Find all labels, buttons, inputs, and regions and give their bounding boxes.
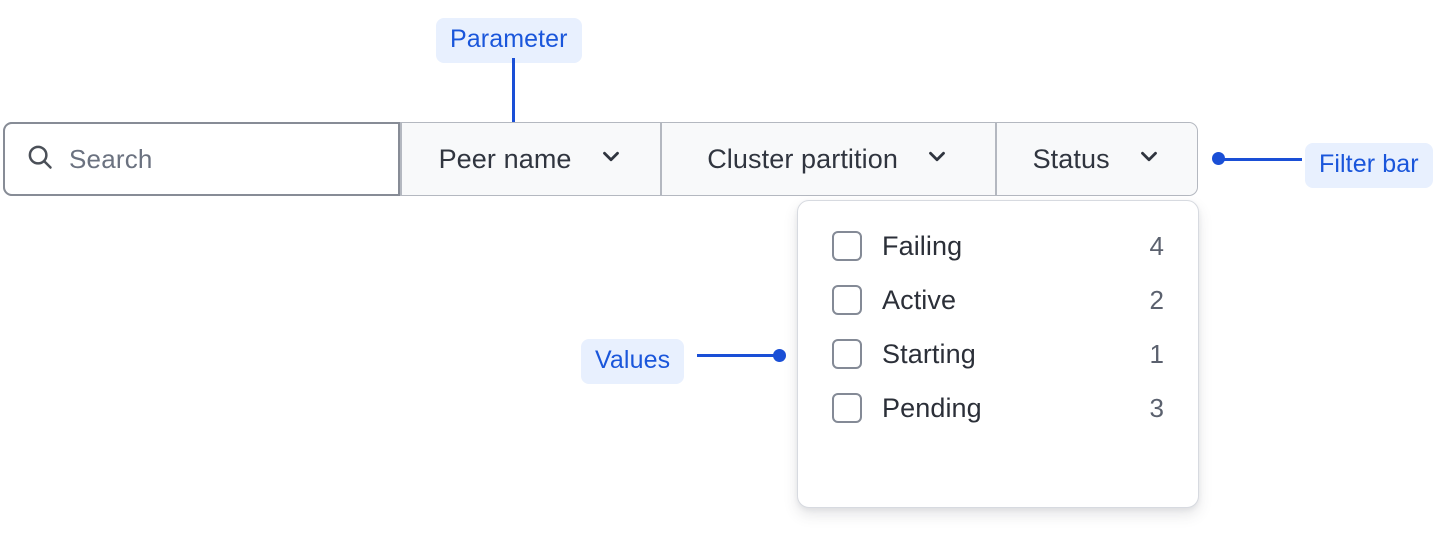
connector-line-filter-bar	[1224, 158, 1302, 161]
filter-segment-cluster-partition[interactable]: Cluster partition	[659, 123, 996, 195]
annotation-values: Values	[581, 339, 685, 384]
status-dropdown-panel: Failing 4 Active 2 Starting 1 Pending 3	[797, 200, 1199, 508]
filter-segment-label: Status	[1032, 143, 1110, 174]
dropdown-item-label: Active	[882, 284, 957, 315]
connector-dot-filter-bar	[1212, 152, 1225, 165]
dropdown-item-count: 2	[1149, 284, 1164, 315]
dropdown-item-label: Failing	[882, 230, 963, 261]
connector-line-parameter	[512, 58, 515, 142]
dropdown-item-count: 4	[1149, 230, 1164, 261]
annotation-parameter: Parameter	[436, 18, 582, 63]
chevron-down-icon	[1136, 143, 1162, 176]
filter-bar: Search Peer name Cluster partition Statu…	[3, 122, 1198, 196]
checkbox[interactable]	[832, 339, 862, 369]
dropdown-item-starting[interactable]: Starting 1	[798, 327, 1198, 381]
filter-segment-status[interactable]: Status	[995, 123, 1197, 195]
filter-segment-label: Cluster partition	[707, 143, 898, 174]
chevron-down-icon	[924, 143, 950, 176]
checkbox[interactable]	[832, 285, 862, 315]
dropdown-item-active[interactable]: Active 2	[798, 273, 1198, 327]
connector-dot-values	[773, 349, 786, 362]
search-input-placeholder: Search	[69, 143, 153, 174]
connector-line-values	[697, 354, 779, 357]
dropdown-item-count: 3	[1149, 392, 1164, 423]
annotation-filter-bar: Filter bar	[1305, 143, 1433, 188]
search-icon	[25, 142, 55, 177]
filter-segment-peer-name[interactable]: Peer name	[400, 123, 660, 195]
dropdown-item-label: Pending	[882, 392, 982, 423]
checkbox[interactable]	[832, 231, 862, 261]
dropdown-item-failing[interactable]: Failing 4	[798, 219, 1198, 273]
dropdown-item-pending[interactable]: Pending 3	[798, 381, 1198, 435]
search-box[interactable]: Search	[3, 122, 401, 196]
dropdown-item-label: Starting	[882, 338, 976, 369]
filter-segment-label: Peer name	[438, 143, 572, 174]
checkbox[interactable]	[832, 393, 862, 423]
dropdown-item-count: 1	[1149, 338, 1164, 369]
chevron-down-icon	[598, 143, 624, 176]
